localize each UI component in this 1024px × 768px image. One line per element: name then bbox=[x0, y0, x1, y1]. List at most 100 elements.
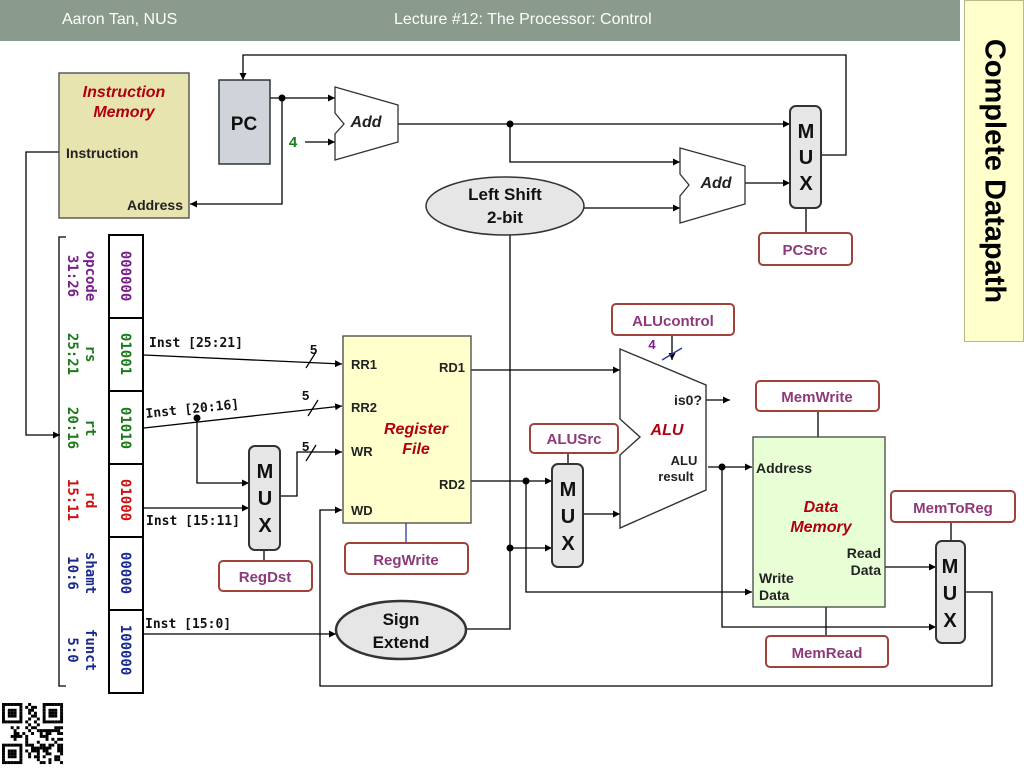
field-rd-value: 01000 bbox=[117, 479, 133, 521]
wires bbox=[25, 54, 993, 687]
bus-width-slash bbox=[305, 444, 317, 462]
field-funct-name: funct bbox=[82, 629, 98, 671]
field-rt-name: rt bbox=[82, 420, 98, 437]
signal-alucontrol: ALUcontrol bbox=[632, 313, 714, 330]
signal-alusrc: ALUSrc bbox=[546, 431, 601, 448]
control-signals: PCSrc ALUcontrol 4 MemWrite ALUSrc MemTo… bbox=[218, 232, 1016, 668]
pc-mux-letter-x: X bbox=[799, 173, 813, 195]
wire-signext-to-alumux bbox=[466, 544, 552, 630]
reg-dst-mux: M U X bbox=[248, 445, 281, 551]
wire-add-to-add2 bbox=[509, 124, 680, 166]
wire-rd2-to-writedata bbox=[525, 481, 752, 596]
dmem-read-line2: Data bbox=[851, 562, 882, 578]
field-funct-value: 100000 bbox=[117, 625, 133, 676]
field-rt-value: 01010 bbox=[117, 407, 133, 449]
signal-regwrite: RegWrite bbox=[373, 552, 439, 569]
qr-code-icon bbox=[2, 703, 64, 765]
alu-result-line2: result bbox=[658, 469, 694, 484]
signal-memtoreg: MemToReg bbox=[913, 500, 993, 517]
dmem-write-line2: Data bbox=[759, 587, 790, 603]
bus-width-slash bbox=[307, 399, 319, 417]
adder-branch-target: Add bbox=[679, 147, 746, 224]
wire-pcmux-to-pc bbox=[239, 54, 847, 156]
instruction-memory: Instruction Memory Instruction Address bbox=[58, 72, 190, 219]
adder-pc-plus-four: Add bbox=[334, 86, 399, 161]
field-opcode-name: opcode bbox=[82, 251, 98, 302]
signal-memread: MemRead bbox=[792, 645, 863, 662]
label-width-rr2: 5 bbox=[302, 388, 309, 403]
imem-port-address: Address bbox=[127, 197, 183, 213]
left-shift-line2: 2-bit bbox=[487, 208, 523, 227]
regfile-port-rd2: RD2 bbox=[439, 477, 465, 492]
label-width-wr: 5 bbox=[302, 439, 309, 454]
wire-pc-to-imem bbox=[190, 98, 283, 208]
dmem-read-line1: Read bbox=[847, 545, 881, 561]
field-shamt-value: 00000 bbox=[117, 552, 133, 594]
field-shamt-bits: 10:6 bbox=[64, 556, 80, 590]
adder2-label: Add bbox=[699, 175, 732, 192]
wire-memmux-to-wd bbox=[319, 506, 993, 687]
dmem-title-line1: Data bbox=[804, 499, 839, 516]
alucontrol-width-slash bbox=[661, 347, 683, 361]
field-shamt-name: shamt bbox=[82, 552, 98, 594]
regfile-port-rr1: RR1 bbox=[351, 357, 377, 372]
mem-mux-letter-x: X bbox=[943, 610, 957, 632]
imem-port-instruction: Instruction bbox=[66, 145, 138, 161]
alu: ALU is0? ALU result bbox=[619, 347, 707, 530]
slide-header: Aaron Tan, NUS Lecture #12: The Processo… bbox=[0, 0, 960, 41]
wire-alu-to-memmux bbox=[721, 467, 936, 631]
alu-mux-letter-m: M bbox=[560, 479, 577, 501]
alu-src-mux: M U X bbox=[551, 463, 584, 568]
imem-title-line1: Instruction bbox=[83, 84, 166, 101]
pc-mux-letter-u: U bbox=[799, 147, 813, 169]
field-opcode-value: 000000 bbox=[117, 251, 133, 302]
const-four: 4 bbox=[289, 134, 298, 151]
field-rs-name: rs bbox=[82, 346, 98, 363]
sign-extend-line2: Extend bbox=[373, 633, 430, 652]
alu-is0: is0? bbox=[674, 392, 702, 408]
label-inst-20-16: Inst [20:16] bbox=[145, 397, 240, 422]
left-shift-line1: Left Shift bbox=[468, 185, 542, 204]
register-file: RR1 RR2 WR WD RD1 RD2 Register File bbox=[342, 335, 472, 524]
pc-mux: M U X bbox=[789, 105, 822, 209]
junction-dot bbox=[278, 94, 286, 102]
reg-mux-letter-m: M bbox=[257, 461, 274, 483]
regfile-port-wd: WD bbox=[351, 503, 373, 518]
label-inst-25-21: Inst [25:21] bbox=[149, 336, 243, 351]
junction-dot bbox=[506, 120, 514, 128]
regfile-port-rr2: RR2 bbox=[351, 400, 377, 415]
regfile-title-line2: File bbox=[402, 441, 430, 458]
regfile-port-wr: WR bbox=[351, 444, 373, 459]
mem-to-reg-mux: M U X bbox=[935, 540, 966, 644]
alu-label: ALU bbox=[650, 422, 684, 439]
signal-alucontrol-width: 4 bbox=[648, 337, 656, 352]
label-width-rr1: 5 bbox=[310, 342, 317, 357]
left-shift-unit: Left Shift 2-bit bbox=[425, 176, 585, 236]
field-rs-bits: 25:21 bbox=[64, 333, 80, 375]
label-inst-15-0: Inst [15:0] bbox=[145, 617, 231, 632]
alu-mux-letter-u: U bbox=[561, 506, 575, 528]
author-label: Aaron Tan, NUS bbox=[62, 11, 178, 28]
junction-dot bbox=[718, 463, 726, 471]
wire-instruction-bus bbox=[25, 151, 60, 439]
field-opcode-bits: 31:26 bbox=[64, 255, 80, 297]
wire-regmux-to-wr bbox=[280, 448, 342, 497]
signal-memwrite: MemWrite bbox=[781, 389, 852, 406]
field-bracket bbox=[58, 236, 66, 687]
lecture-title: Lecture #12: The Processor: Control bbox=[394, 11, 652, 28]
dmem-title-line2: Memory bbox=[790, 519, 852, 536]
reg-mux-letter-x: X bbox=[258, 515, 272, 537]
field-funct-bits: 5:0 bbox=[64, 637, 80, 662]
pc-label: PC bbox=[231, 114, 258, 135]
signal-regdst: RegDst bbox=[239, 569, 292, 586]
pc-mux-letter-m: M bbox=[798, 121, 815, 143]
sign-extend-line1: Sign bbox=[383, 610, 420, 629]
field-rd-bits: 15:11 bbox=[64, 479, 80, 521]
wire-rt-to-rr2 bbox=[143, 403, 343, 429]
adder1-label: Add bbox=[349, 114, 382, 131]
signal-pcsrc: PCSrc bbox=[782, 242, 827, 259]
data-memory: Address Data Memory Read Data Write Data bbox=[752, 436, 886, 608]
wire-rt-to-regmux bbox=[196, 418, 249, 487]
bus-width-marks bbox=[305, 351, 319, 462]
